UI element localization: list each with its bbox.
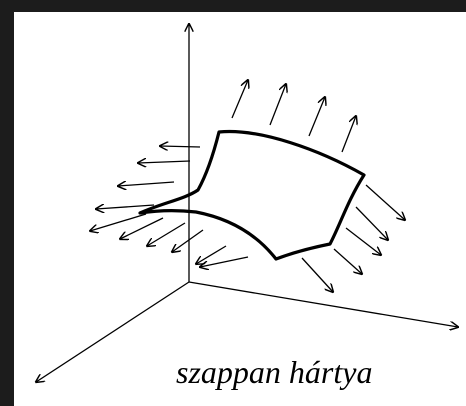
force-arrow	[118, 182, 175, 186]
force-arrow	[341, 116, 356, 153]
force-arrow	[120, 217, 164, 239]
force-arrow	[196, 245, 227, 264]
force-arrow	[308, 97, 325, 137]
force-arrows	[90, 80, 405, 292]
force-arrow	[269, 84, 286, 126]
force-arrow	[333, 248, 362, 274]
force-arrow	[96, 205, 155, 209]
force-arrow	[138, 161, 191, 163]
soap-film-surface	[138, 129, 366, 261]
force-arrow	[160, 146, 201, 147]
paper-background	[14, 12, 466, 406]
force-arrow	[172, 229, 204, 252]
x-axis	[188, 281, 458, 327]
coordinate-axes	[36, 24, 458, 382]
force-arrow	[355, 206, 388, 240]
force-arrow	[365, 184, 405, 220]
force-arrow	[301, 257, 333, 292]
force-arrow	[345, 227, 381, 255]
caption-label: szappan hártya	[176, 354, 373, 390]
force-arrow	[200, 256, 249, 267]
force-arrow	[147, 222, 186, 246]
force-arrow	[90, 213, 147, 231]
force-arrow	[231, 80, 248, 119]
y-axis	[36, 281, 190, 382]
